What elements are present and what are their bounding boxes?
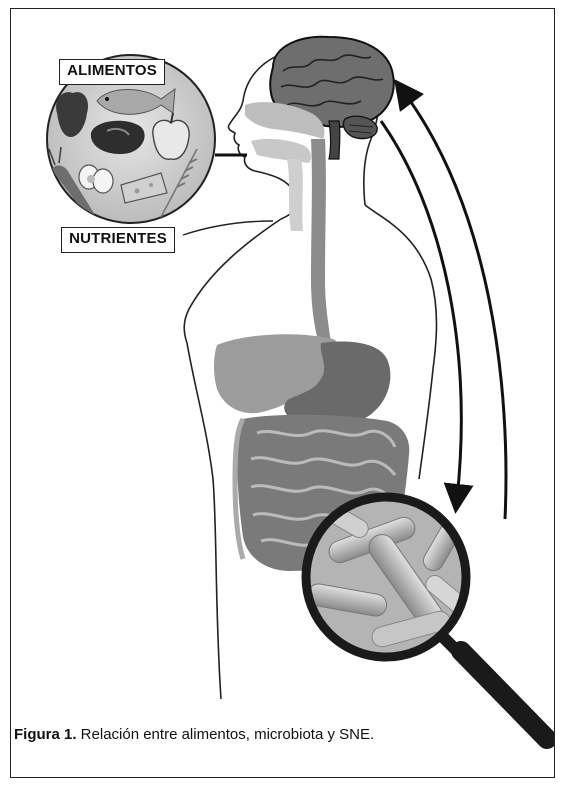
apple-icon: [153, 120, 189, 159]
arrow-gut-to-brain: [403, 91, 506, 519]
esophagus: [311, 139, 331, 345]
illustration: [11, 9, 555, 778]
nutrients-pointer: [183, 221, 273, 235]
brain-icon: [270, 37, 394, 159]
caption-figure-number: Figura 1.: [14, 726, 77, 743]
caption-text: Relación entre alimentos, microbiota y S…: [77, 726, 375, 743]
label-nutrientes: NUTRIENTES: [61, 227, 175, 253]
figure-frame: ALIMENTOS NUTRIENTES: [10, 8, 555, 778]
figure-caption: Figura 1. Relación entre alimentos, micr…: [14, 726, 374, 743]
label-alimentos: ALIMENTOS: [59, 59, 165, 85]
magnifying-glass-icon: [301, 489, 547, 739]
